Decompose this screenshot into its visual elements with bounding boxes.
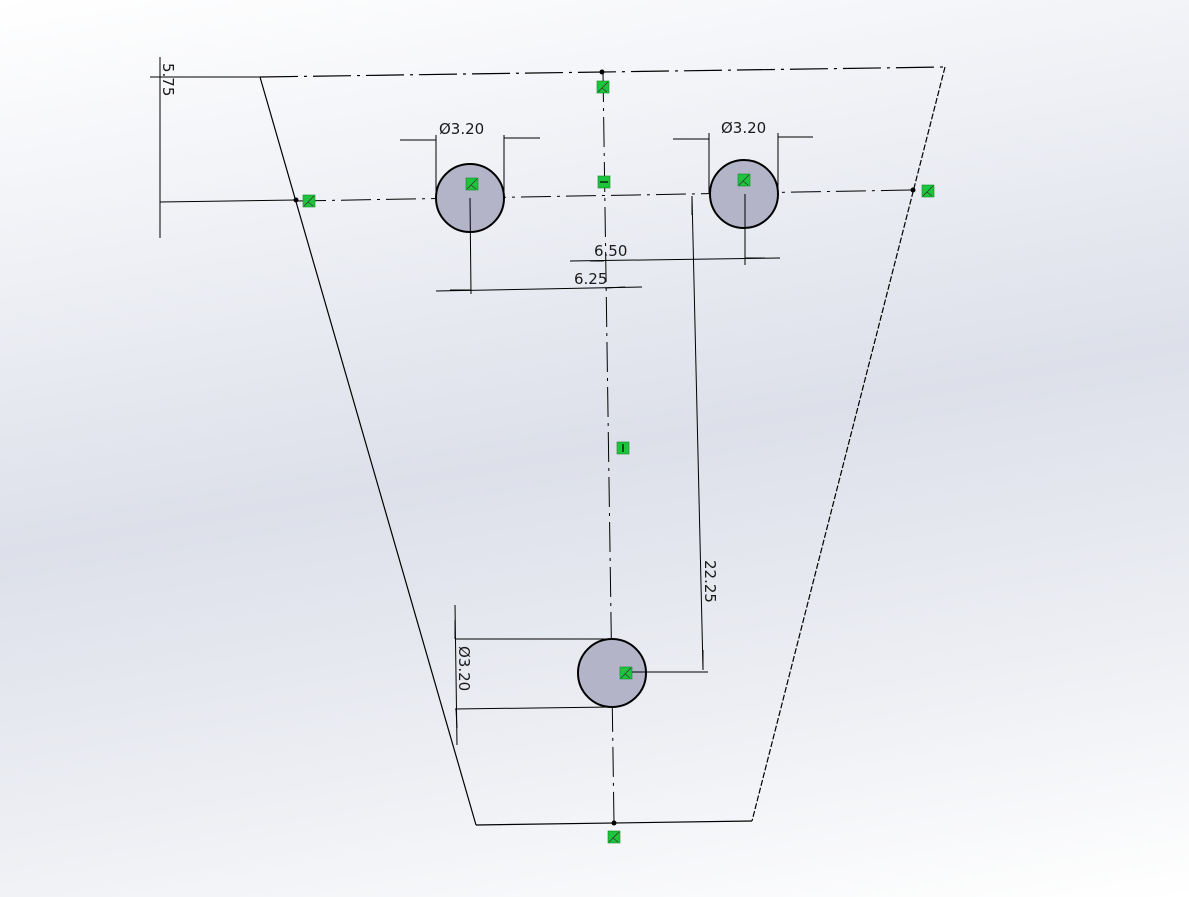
extension-line	[159, 199, 297, 203]
midpoint-bottom[interactable]	[611, 820, 617, 826]
coincident-icon[interactable]	[737, 173, 751, 187]
dim-vertical-distance[interactable]: 22.25	[701, 560, 719, 603]
coincident-icon[interactable]	[302, 194, 316, 208]
svg-text:22.25: 22.25	[701, 560, 719, 603]
dim-right-hole-offset[interactable]: 6.50	[594, 242, 627, 260]
horizontal-centerline[interactable]	[295, 189, 914, 202]
hole-bottom[interactable]	[577, 638, 647, 708]
coincident-icon[interactable]	[465, 177, 479, 191]
dim-dia-top-right[interactable]: Ø3.20	[721, 119, 766, 137]
svg-text:5.75: 5.75	[159, 63, 177, 96]
right-edge[interactable]	[751, 66, 946, 822]
horizontal-icon[interactable]	[597, 175, 611, 189]
svg-text:Ø3.20: Ø3.20	[455, 646, 473, 691]
midpoint-top[interactable]	[599, 69, 605, 75]
coincident-icon[interactable]	[607, 830, 621, 844]
dim-top-offset[interactable]: 5.75	[159, 63, 177, 96]
dim-dia-bottom[interactable]: Ø3.20	[455, 646, 473, 691]
vertical-icon[interactable]	[616, 441, 630, 455]
dim-left-hole-offset[interactable]: 6.25	[574, 270, 607, 288]
vertical-centerline[interactable]	[602, 71, 615, 824]
coincident-icon[interactable]	[596, 80, 610, 94]
point-right[interactable]	[910, 187, 916, 193]
coincident-icon[interactable]	[619, 666, 633, 680]
dim-dia-top-left[interactable]: Ø3.20	[439, 120, 484, 138]
point-left[interactable]	[293, 197, 299, 203]
coincident-icon[interactable]	[921, 184, 935, 198]
hole-top-right[interactable]	[709, 159, 779, 229]
